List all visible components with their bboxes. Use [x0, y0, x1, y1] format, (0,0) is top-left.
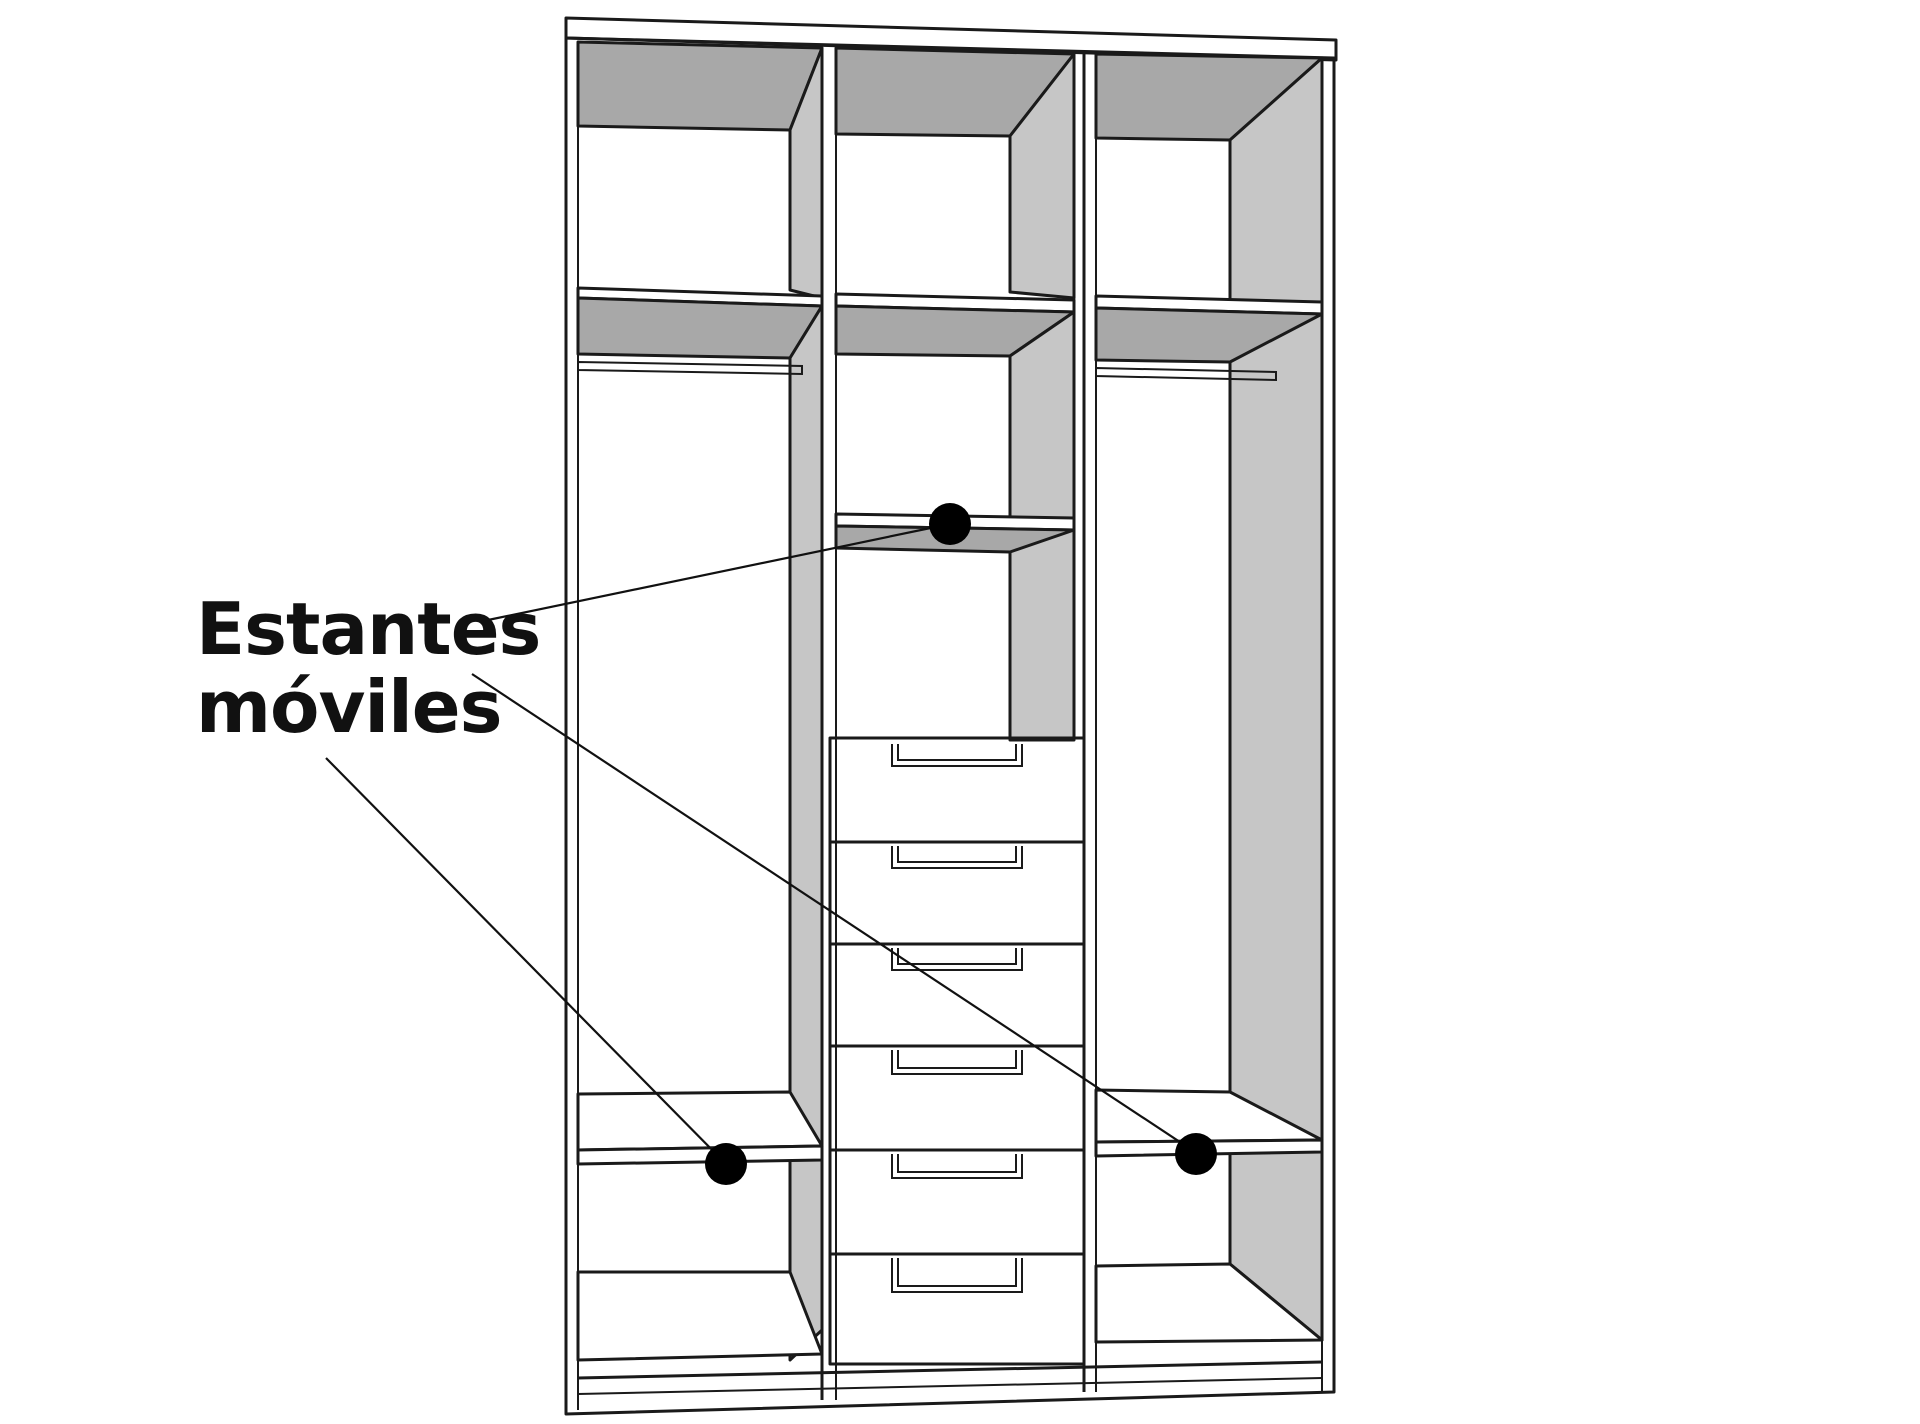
drawer-handle-icon [891, 948, 1023, 971]
left-top-ceiling [576, 40, 824, 132]
leader-line-center [487, 522, 951, 622]
drawer-handle-icon [891, 846, 1023, 869]
drawer-handle-icon [891, 1050, 1023, 1075]
leader-line-left [325, 757, 725, 1163]
center-upper-side [1008, 52, 1076, 300]
drawer-handle-icon [891, 1258, 1023, 1293]
drawer-handle-icon [891, 744, 1023, 767]
drawer-6 [891, 1258, 1023, 1293]
left-movable-shelf [576, 1090, 824, 1152]
right-hanging-rod [1095, 366, 1277, 382]
center-compartment [820, 46, 1086, 1400]
drawer-handle-icon [891, 1154, 1023, 1179]
callout-label-line2: móviles [196, 665, 502, 749]
callout-label-line1: Estantes [196, 587, 541, 671]
marker-dot-center [929, 503, 971, 545]
drawer-2 [830, 846, 1084, 946]
drawer-3 [830, 948, 1084, 1048]
left-bottom-shelf [576, 1270, 824, 1362]
marker-dot-left [705, 1143, 747, 1185]
left-mid-ceiling [576, 296, 824, 360]
wardrobe-body [564, 16, 1338, 1416]
callout-leaders [325, 503, 1217, 1185]
right-bottom-shelf [1094, 1262, 1324, 1344]
drawer-unit [828, 736, 1086, 1366]
left-hanging-rod [577, 360, 803, 376]
leader-line-right [471, 673, 1193, 1151]
drawer-4 [830, 1050, 1084, 1152]
marker-dot-right [1175, 1133, 1217, 1175]
drawer-1 [830, 744, 1084, 844]
left-long-side [788, 304, 824, 1362]
left-compartment [576, 40, 824, 1362]
drawer-5 [830, 1154, 1084, 1256]
right-mid-ceiling [1094, 306, 1324, 364]
right-compartment [1082, 52, 1324, 1392]
